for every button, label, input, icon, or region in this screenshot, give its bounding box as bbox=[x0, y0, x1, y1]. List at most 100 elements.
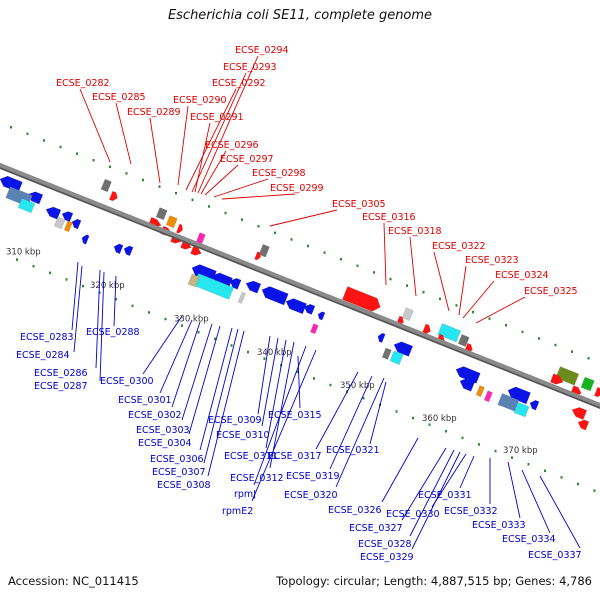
bottom-feature-label-8: ECSE_0302 bbox=[128, 410, 182, 421]
tick-mark-outer bbox=[439, 297, 441, 301]
tick-mark-outer bbox=[538, 337, 540, 340]
top-feature-label-11: ECSE_0298 bbox=[252, 168, 306, 179]
bottom-feature-leader-6 bbox=[142, 315, 183, 375]
tick-mark-outer bbox=[125, 172, 128, 175]
bottom-feature-label-1: ECSE_0283 bbox=[20, 332, 74, 343]
top-feature-label-17: ECSE_0323 bbox=[465, 255, 519, 266]
bottom-feature-leader-27 bbox=[409, 449, 455, 537]
forward-gene-4 bbox=[165, 215, 178, 229]
bottom-feature-leader-22 bbox=[329, 375, 373, 470]
tick-mark-outer bbox=[389, 277, 392, 281]
reverse-gene-22 bbox=[317, 311, 326, 321]
top-feature-leader-8 bbox=[194, 122, 211, 193]
bottom-feature-label-24: ECSE_0321 bbox=[326, 445, 380, 456]
top-feature-leader-6 bbox=[177, 105, 189, 186]
top-feature-leader-18 bbox=[462, 280, 495, 319]
forward-gene-1 bbox=[100, 178, 112, 193]
tick-mark-outer bbox=[43, 139, 45, 142]
forward-gene-17 bbox=[437, 323, 462, 343]
bottom-feature-leader-18 bbox=[253, 345, 307, 486]
tick-mark-outer bbox=[175, 192, 177, 195]
bottom-feature-label-23: ECSE_0320 bbox=[284, 490, 338, 501]
reverse-gene-31 bbox=[475, 385, 485, 398]
bottom-feature-label-25: ECSE_0326 bbox=[328, 505, 382, 516]
top-feature-label-7: ECSE_0289 bbox=[127, 107, 181, 118]
tick-mark-inner bbox=[148, 311, 150, 314]
bottom-feature-label-22: ECSE_0319 bbox=[286, 471, 340, 482]
bottom-feature-leader-2 bbox=[73, 265, 83, 353]
bottom-feature-label-29: ECSE_0330 bbox=[386, 509, 440, 520]
tick-mark-inner bbox=[49, 271, 51, 275]
forward-gene-19 bbox=[421, 323, 431, 335]
tick-mark-inner bbox=[527, 463, 530, 466]
top-feature-leader-7 bbox=[149, 117, 161, 184]
reverse-gene-26 bbox=[393, 341, 414, 357]
bottom-feature-leader-19 bbox=[251, 349, 317, 502]
tick-mark-outer bbox=[521, 330, 524, 334]
forward-gene-23 bbox=[580, 376, 595, 392]
tick-mark-outer bbox=[191, 198, 194, 202]
bottom-feature-label-11: ECSE_0306 bbox=[150, 454, 204, 465]
bottom-feature-label-15: ECSE_0310 bbox=[216, 430, 270, 441]
tick-mark-inner bbox=[577, 482, 579, 486]
tick-mark-outer bbox=[76, 152, 78, 155]
kbp-label-7: 370 kbp bbox=[503, 446, 538, 456]
tick-mark-outer bbox=[406, 284, 408, 287]
tick-mark-outer bbox=[241, 218, 243, 221]
tick-mark-outer bbox=[554, 343, 557, 347]
bottom-feature-leader-8 bbox=[171, 321, 201, 408]
reverse-gene-8 bbox=[53, 216, 66, 230]
top-feature-leader-11 bbox=[213, 178, 269, 198]
topology-summary: Topology: circular; Length: 4,887,515 bp… bbox=[276, 574, 592, 588]
tick-mark-inner bbox=[296, 370, 299, 374]
bottom-feature-label-34: ECSE_0337 bbox=[528, 550, 582, 561]
tick-mark-outer bbox=[488, 317, 491, 320]
bottom-feature-label-9: ECSE_0303 bbox=[136, 425, 190, 436]
top-feature-leader-13 bbox=[269, 209, 338, 227]
tick-mark-outer bbox=[571, 350, 573, 353]
bottom-feature-label-14: ECSE_0309 bbox=[208, 415, 262, 426]
tick-mark-outer bbox=[10, 126, 12, 129]
bottom-feature-label-2: ECSE_0284 bbox=[16, 350, 70, 361]
top-feature-leader-1 bbox=[197, 55, 259, 194]
reverse-gene-24 bbox=[310, 323, 319, 335]
top-feature-label-8: ECSE_0291 bbox=[190, 112, 244, 123]
bottom-feature-leader-21 bbox=[315, 371, 359, 450]
kbp-label-5: 350 kbp bbox=[340, 381, 375, 391]
tick-mark-inner bbox=[511, 456, 513, 459]
reverse-gene-20 bbox=[285, 298, 307, 315]
forward-gene-24 bbox=[594, 386, 600, 398]
top-feature-label-16: ECSE_0322 bbox=[432, 241, 486, 252]
tick-mark-outer bbox=[455, 304, 458, 307]
top-feature-label-6: ECSE_0290 bbox=[173, 95, 227, 106]
tick-mark-outer bbox=[59, 145, 62, 149]
forward-gene-5 bbox=[176, 223, 183, 234]
bottom-feature-label-28: ECSE_0329 bbox=[360, 552, 414, 563]
top-feature-label-5: ECSE_0285 bbox=[92, 92, 146, 103]
bottom-feature-leader-34 bbox=[539, 475, 581, 549]
top-feature-leader-10 bbox=[204, 164, 239, 196]
bottom-feature-leader-33 bbox=[521, 469, 551, 534]
reverse-gene-9 bbox=[63, 220, 73, 233]
reverse-gene-11 bbox=[113, 243, 124, 255]
top-feature-label-14: ECSE_0316 bbox=[362, 212, 416, 223]
tick-mark-inner bbox=[197, 331, 200, 334]
genome-backbone bbox=[0, 162, 600, 408]
top-feature-label-1: ECSE_0294 bbox=[235, 45, 289, 56]
bottom-feature-leader-23 bbox=[335, 377, 385, 488]
bottom-feature-leader-10 bbox=[188, 325, 221, 435]
tick-mark-outer bbox=[307, 244, 309, 248]
bottom-feature-leader-30 bbox=[459, 455, 475, 489]
tick-mark-inner bbox=[544, 469, 546, 473]
tick-mark-inner bbox=[395, 410, 398, 413]
tick-mark-outer bbox=[340, 258, 342, 261]
forward-gene-15 bbox=[401, 307, 414, 322]
bottom-feature-label-20: ECSE_0315 bbox=[268, 410, 322, 421]
reverse-gene-10 bbox=[81, 234, 90, 245]
reverse-gene-25 bbox=[377, 332, 386, 343]
top-feature-leader-9 bbox=[200, 150, 227, 195]
tick-mark-outer bbox=[505, 324, 507, 327]
tick-mark-inner bbox=[461, 436, 464, 440]
top-feature-leader-3 bbox=[185, 88, 237, 191]
